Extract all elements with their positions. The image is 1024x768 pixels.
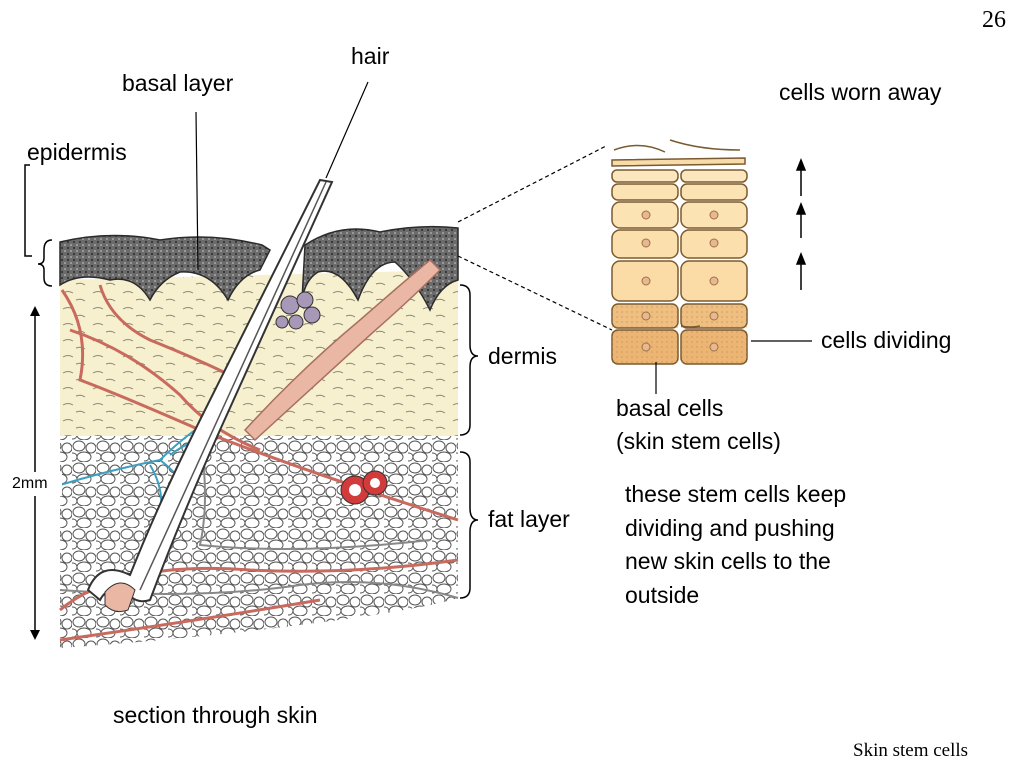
explanation-line: dividing and pushing [625, 514, 835, 541]
upward-arrows [795, 157, 807, 290]
sweat-gland [340, 470, 388, 505]
explanation-line: these stem cells keep [625, 481, 847, 507]
cell-column [611, 139, 748, 365]
dermis-region [60, 270, 458, 436]
epidermis-label: epidermis [27, 139, 127, 165]
fat-layer-region [60, 432, 458, 648]
basal-layer-label: basal layer [122, 70, 234, 96]
explanation-text: these stem cells keep dividing and pushi… [625, 481, 846, 609]
footer-title: Skin stem cells [853, 740, 969, 761]
cells-worn-away-label: cells worn away [779, 79, 942, 105]
hair-follicle [86, 178, 334, 613]
epidermis-region [59, 234, 271, 302]
fat-layer-label: fat layer [488, 506, 570, 532]
sebaceous-gland [275, 291, 321, 330]
cells-dividing-label: cells dividing [821, 327, 952, 353]
dermis-label: dermis [488, 343, 558, 369]
scale-bar [10, 306, 62, 640]
fat-layer-brace [459, 451, 479, 599]
explanation-line: new skin cells to the [625, 548, 831, 575]
explanation-line: outside [625, 581, 700, 608]
skin-section [10, 81, 613, 648]
page-number: 26 [982, 7, 1006, 33]
scale-label: 2mm [12, 475, 48, 492]
basal-cells-label: basal cells [616, 395, 724, 421]
epidermis-brace [37, 239, 53, 287]
hair-label: hair [351, 43, 390, 69]
skin-stem-cells-label: (skin stem cells) [616, 428, 781, 454]
epidermis-bracket [24, 164, 32, 257]
skin-section-caption: section through skin [113, 702, 318, 728]
dermis-brace [459, 284, 479, 436]
